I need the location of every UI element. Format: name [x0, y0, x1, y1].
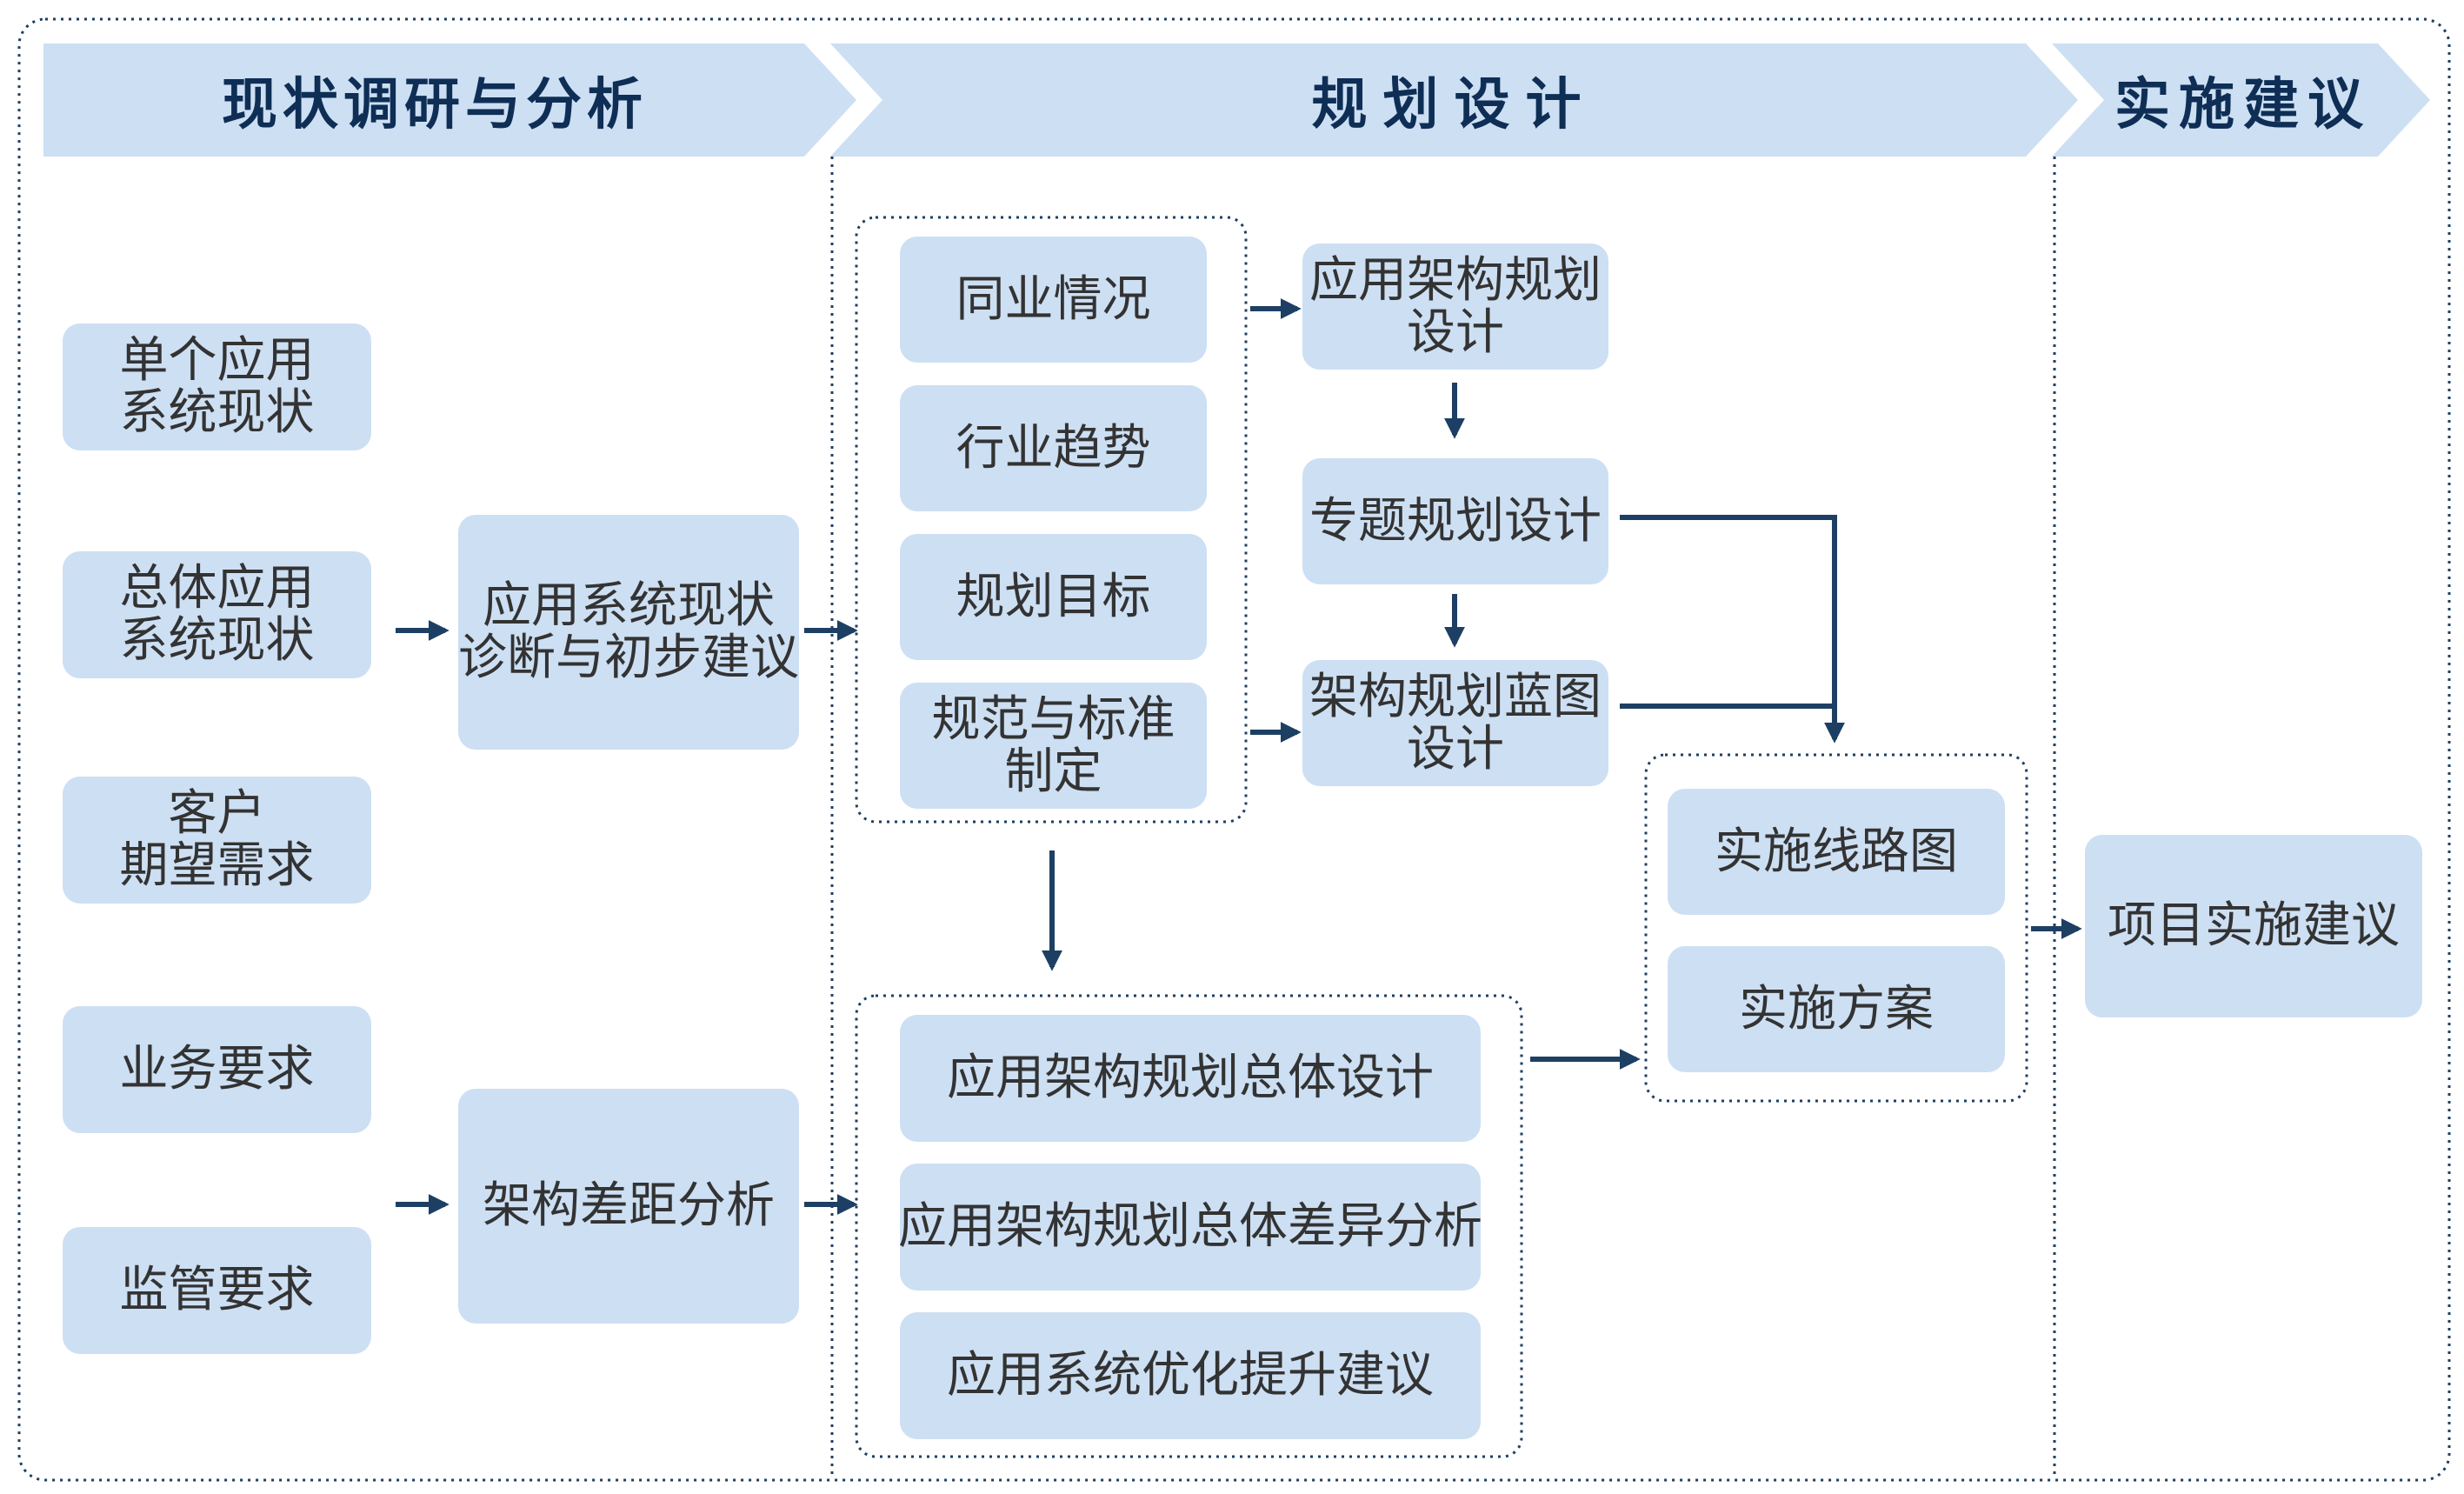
flow-arrows: [396, 298, 2082, 1215]
input-business-requirements: 业务要求: [63, 1006, 371, 1133]
reference-standards: 规范与标准 制定: [900, 683, 1207, 809]
project-recommendation-box: 项目实施建议: [2085, 835, 2422, 1017]
phase-chevron-design: [830, 43, 2078, 157]
phase-title-current: 现状调研与分析: [222, 73, 648, 137]
phase-chevron-current: [43, 43, 856, 157]
phase-title-design: 规划设计: [1311, 73, 1597, 137]
overall-gap-analysis-box: 应用架构规划总体差异分析: [898, 1164, 1482, 1291]
optimization-suggestions-box: 应用系统优化提升建议: [900, 1312, 1481, 1439]
topic-planning-box: 专题规划设计: [1302, 458, 1608, 584]
input-regulatory-requirements: 监管要求: [63, 1227, 371, 1354]
arrow-topic-to-implementation: [1620, 515, 1845, 744]
reference-planning-goals: 规划目标: [900, 534, 1207, 660]
gap-analysis-box: 架构差距分析: [458, 1089, 799, 1324]
reference-industry-trends: 行业趋势: [900, 385, 1207, 511]
input-overall-app-status: 总体应用 系统现状: [63, 551, 371, 678]
overall-design-box: 应用架构规划总体设计: [900, 1015, 1481, 1142]
input-customer-expectations: 客户 期望需求: [63, 777, 371, 904]
roadmap-box: 实施线路图: [1668, 789, 2005, 915]
diagnosis-box: 应用系统现状 诊断与初步建议: [458, 515, 799, 750]
reference-peers: 同业情况: [900, 237, 1207, 363]
phase-title-implement: 实施建议: [2114, 73, 2372, 137]
reference-group: [855, 216, 1248, 824]
blueprint-planning-box: 架构规划蓝图 设计: [1302, 660, 1608, 786]
implementation-plan-box: 实施方案: [1668, 946, 2005, 1072]
overall-design-group: [855, 994, 1523, 1458]
implementation-group: [1644, 753, 2028, 1103]
input-single-app-status: 单个应用 系统现状: [63, 323, 371, 450]
app-arch-planning-box: 应用架构规划 设计: [1302, 243, 1608, 370]
outer-frame: [17, 17, 2451, 1482]
phase-chevron-implement: [2052, 43, 2430, 157]
